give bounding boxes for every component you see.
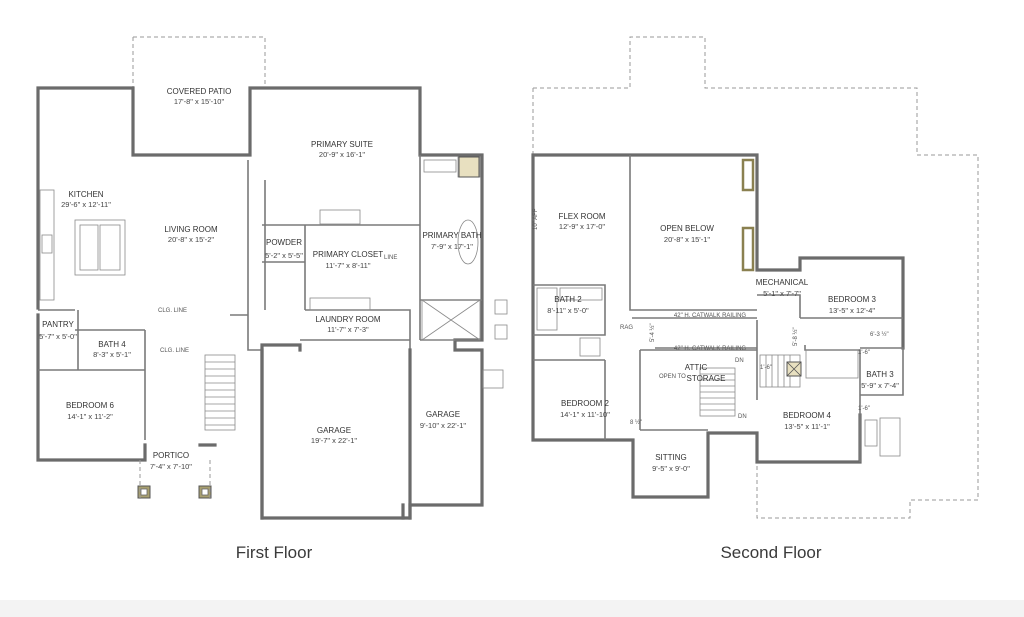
- note-rag: RAG: [620, 325, 633, 331]
- note-dn-2: DN: [738, 414, 747, 420]
- room-garage-main: GARAGE: [317, 426, 351, 435]
- bath-2-tub: [536, 287, 558, 331]
- room-attic: ATTIC: [685, 363, 708, 372]
- bathtub: [457, 219, 479, 265]
- room-living-room-dim: 20'-8" x 15'-2": [168, 235, 214, 244]
- room-primary-closet: PRIMARY CLOSET: [313, 250, 384, 259]
- room-kitchen-dim: 29'-6" x 12'-11": [61, 200, 111, 209]
- room-bath-2-dim: 8'-11" x 5'-0": [547, 306, 589, 315]
- note-catwalk-2: 42" H. CATWALK RAILING: [674, 346, 746, 352]
- catwalk-railing: [632, 317, 757, 349]
- room-primary-suite: PRIMARY SUITE: [311, 140, 373, 149]
- covered-patio-outline: [132, 36, 266, 88]
- note-dim-1-6c: 1'-6": [858, 406, 870, 412]
- room-bedroom-3-dim: 13'-5" x 12'-4": [829, 306, 875, 315]
- garage-walls: [260, 343, 412, 520]
- room-portico: PORTICO: [153, 451, 189, 460]
- room-bath-4: BATH 4: [98, 340, 126, 349]
- second-floor-plan: FLEX ROOM 12'-9" x 17'-0" OPEN BELOW 20'…: [531, 36, 979, 519]
- room-primary-bath-dim: 7'-9" x 17'-1": [431, 242, 473, 251]
- room-bath-3: BATH 3: [866, 370, 894, 379]
- note-dim-1-6a: 1'-6": [858, 350, 870, 356]
- room-kitchen: KITCHEN: [68, 190, 103, 199]
- room-garage-main-dim: 19'-7" x 22'-1": [311, 436, 357, 445]
- room-sitting-dim: 9'-5" x 9'-0": [652, 464, 690, 473]
- note-catwalk-1: 42" H. CATWALK RAILING: [674, 313, 746, 319]
- note-line: LINE: [384, 255, 397, 261]
- room-pantry-dim: 5'-7" x 5'-0": [39, 332, 77, 341]
- note-dim-6-3: 6'-3 ½": [870, 331, 889, 338]
- note-clg-line-1: CLG. LINE: [158, 308, 187, 314]
- kitchen-counter: [39, 189, 55, 301]
- room-storage: STORAGE: [687, 374, 726, 383]
- room-covered-patio: COVERED PATIO: [167, 87, 232, 96]
- room-mechanical: MECHANICAL: [756, 278, 809, 287]
- room-garage-side: GARAGE: [426, 410, 460, 419]
- room-bath-2: BATH 2: [554, 295, 582, 304]
- room-bedroom-4-dim: 13'-5" x 11'-1": [784, 422, 830, 431]
- room-bath-3-dim: 5'-9" x 7'-4": [861, 381, 899, 390]
- note-dn-1: DN: [735, 358, 744, 364]
- first-floor-plan: COVERED PATIO 17'-8" x 15'-10" PRIMARY S…: [36, 36, 508, 520]
- room-bedroom-3: BEDROOM 3: [828, 295, 877, 304]
- stairs-first-floor: [204, 354, 236, 431]
- exterior-wall: [36, 86, 484, 520]
- room-bedroom-6: BEDROOM 6: [66, 401, 115, 410]
- room-flex-room-dim: 12'-9" x 17'-0": [559, 222, 605, 231]
- exterior-wall-2: [531, 153, 905, 499]
- room-powder: POWDER: [266, 238, 302, 247]
- room-bedroom-2-dim: 14'-1" x 11'-10": [560, 410, 610, 419]
- roof-outline: [532, 36, 979, 519]
- room-open-below: OPEN BELOW: [660, 224, 714, 233]
- pad: [494, 299, 508, 315]
- kitchen-island: [74, 219, 126, 276]
- room-bedroom-4: BEDROOM 4: [783, 411, 832, 420]
- room-bath-4-dim: 8'-3" x 5'-1": [93, 350, 131, 359]
- note-dim-5-4: 5'-4 ½": [649, 323, 656, 342]
- stairs-second-floor: [699, 354, 801, 417]
- room-garage-side-dim: 9'-10" x 22'-1": [420, 421, 466, 430]
- room-bedroom-6-dim: 14'-1" x 11'-2": [67, 412, 113, 421]
- room-primary-bath: PRIMARY BATH: [422, 231, 481, 240]
- second-floor-label: Second Floor: [720, 543, 822, 562]
- note-dim-8-5: 8 ½": [630, 419, 642, 426]
- first-floor-label: First Floor: [235, 543, 313, 562]
- room-powder-dim: 5'-2" x 5'-5": [265, 251, 303, 260]
- note-clg-line-2: CLG. LINE: [160, 348, 189, 354]
- note-dim-5-8: 5'-8 ½": [792, 327, 799, 346]
- room-living-room: LIVING ROOM: [164, 225, 218, 234]
- footer-strip: [0, 600, 1024, 617]
- room-sitting: SITTING: [655, 453, 687, 462]
- room-flex-room: FLEX ROOM: [558, 212, 605, 221]
- note-aff: 10" AFF: [533, 208, 539, 230]
- room-covered-patio-dim: 17'-8" x 15'-10": [174, 97, 225, 106]
- room-open-below-dim: 20'-8" x 15'-1": [664, 235, 710, 244]
- room-portico-dim: 7'-4" x 7'-10": [150, 462, 192, 471]
- room-pantry: PANTRY: [42, 320, 74, 329]
- room-primary-closet-dim: 11'-7" x 8'-11": [325, 261, 370, 270]
- note-dim-1-6b: 1'-6": [760, 365, 772, 371]
- room-laundry-room: LAUNDRY ROOM: [315, 315, 380, 324]
- room-primary-suite-dim: 20'-9" x 16'-1": [319, 150, 365, 159]
- note-open-to: OPEN TO: [659, 374, 686, 380]
- room-mechanical-dim: 5'-1" x 7'-7": [763, 289, 801, 298]
- interior-walls: [38, 155, 482, 440]
- room-bedroom-2: BEDROOM 2: [561, 399, 610, 408]
- bath-3-tub: [879, 417, 901, 457]
- room-laundry-room-dim: 11'-7" x 7'-3": [327, 325, 369, 334]
